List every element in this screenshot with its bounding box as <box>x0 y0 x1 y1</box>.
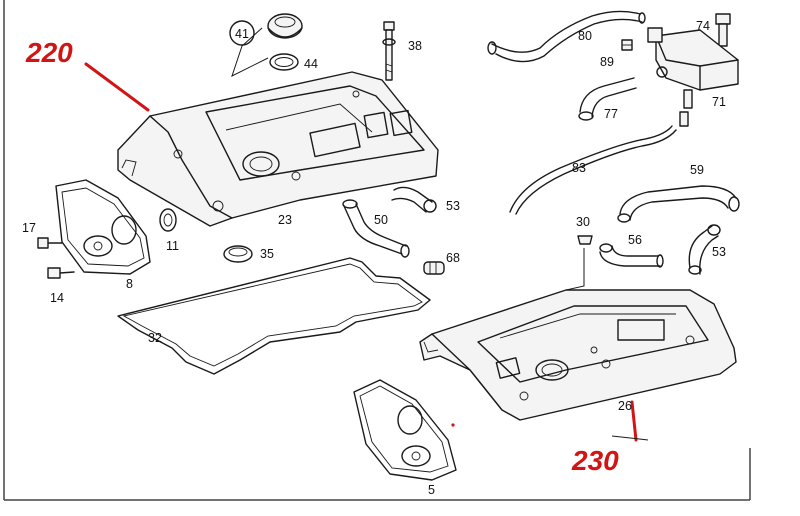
red-dot <box>451 423 455 427</box>
hose-77 <box>578 77 637 121</box>
oil-separator-71 <box>647 27 739 109</box>
callout-230-pointer <box>630 400 638 442</box>
seal-ring-11 <box>159 208 177 232</box>
hose-50 <box>342 199 410 258</box>
leader-41 <box>231 27 269 77</box>
screw-14 <box>47 267 75 279</box>
grommet-68 <box>423 261 445 275</box>
label-30: 30 <box>576 215 590 229</box>
circle-41 <box>229 20 255 46</box>
label-14: 14 <box>50 291 64 305</box>
label-41: 41 <box>235 27 249 41</box>
screw-17 <box>37 237 63 249</box>
label-83: 83 <box>572 161 586 175</box>
label-53-lower: 53 <box>712 245 726 259</box>
cylinder-head-cover-26 <box>419 289 737 421</box>
seal-ring-35 <box>223 245 253 263</box>
label-68: 68 <box>446 251 460 265</box>
label-44: 44 <box>304 57 318 71</box>
label-59: 59 <box>690 163 704 177</box>
gasket-5 <box>353 379 457 481</box>
callout-220: 220 <box>25 37 73 68</box>
label-77: 77 <box>604 107 618 121</box>
label-26: 26 <box>618 399 632 413</box>
oil-filler-cap <box>267 13 303 39</box>
hose-53-upper <box>391 186 437 213</box>
screw-74 <box>715 13 731 47</box>
label-5: 5 <box>428 483 435 497</box>
label-50: 50 <box>374 213 388 227</box>
label-89: 89 <box>600 55 614 69</box>
cylinder-head-cover-23 <box>117 71 439 227</box>
tube-83 <box>509 111 689 215</box>
plug-89 <box>621 39 633 51</box>
cap-seal-ring-44 <box>269 53 299 71</box>
bolt-38 <box>382 21 396 81</box>
cover-gasket-32 <box>117 257 431 375</box>
callout-220-pointer <box>84 62 150 112</box>
label-35: 35 <box>260 247 274 261</box>
label-8: 8 <box>126 277 133 291</box>
hose-59 <box>617 185 740 223</box>
callout-230: 230 <box>571 445 619 476</box>
label-80: 80 <box>578 29 592 43</box>
label-71: 71 <box>712 95 726 109</box>
hose-53-lower <box>688 224 721 275</box>
label-32: 32 <box>148 331 162 345</box>
plug-30 <box>577 235 593 245</box>
label-17: 17 <box>22 221 36 235</box>
leader-230-tick <box>611 435 649 441</box>
label-38: 38 <box>408 39 422 53</box>
label-11: 11 <box>166 239 179 253</box>
hose-80 <box>487 10 646 63</box>
label-53-upper: 53 <box>446 199 460 213</box>
label-23: 23 <box>278 213 292 227</box>
hose-56 <box>599 243 664 268</box>
gasket-8 <box>55 179 151 275</box>
label-56: 56 <box>628 233 642 247</box>
